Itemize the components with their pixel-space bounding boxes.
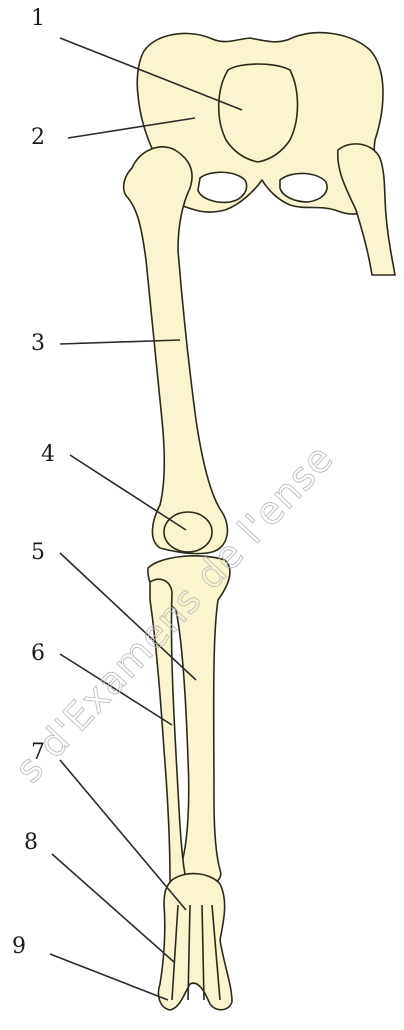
label-3: 3 [31,333,45,355]
label-8: 8 [24,832,38,854]
label-1: 1 [31,8,45,30]
label-5: 5 [31,542,45,564]
label-2: 2 [31,127,45,149]
foot [158,874,232,1010]
pointer-8 [52,854,174,962]
label-6: 6 [31,643,45,665]
label-4: 4 [41,444,55,466]
pointer-9 [50,954,168,1000]
obturator-left [198,172,247,202]
patella [164,512,212,552]
label-9: 9 [12,936,26,958]
label-7: 7 [31,742,45,764]
